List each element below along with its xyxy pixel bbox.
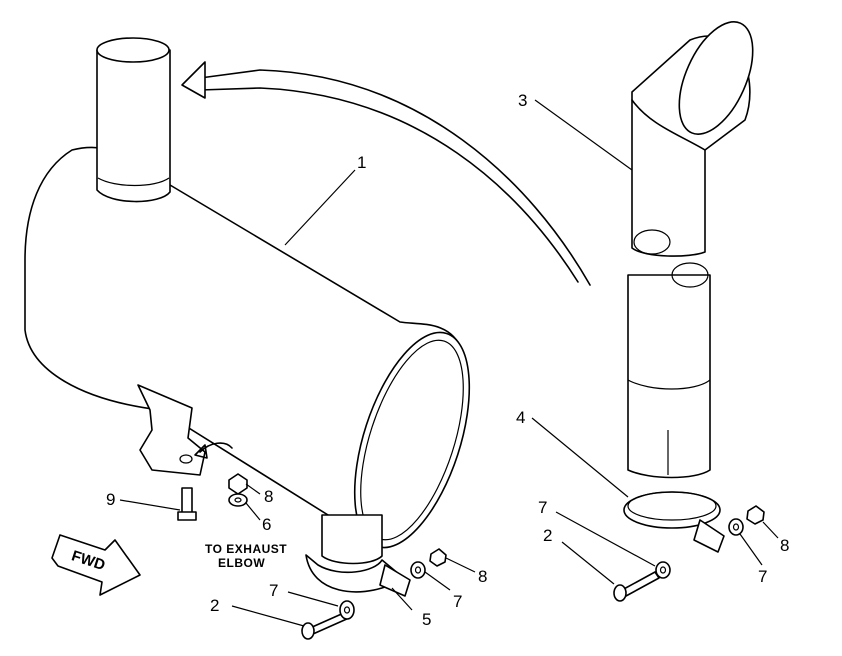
muffler-top-pipe (96, 37, 171, 203)
callout-8-bottom: 8 (478, 567, 487, 586)
clamp-right (623, 491, 725, 553)
callout-8-right: 8 (780, 536, 789, 555)
callout-7-right-a: 7 (538, 498, 547, 517)
hardware (177, 473, 765, 640)
leader-lines (119, 99, 779, 627)
callout-2-center: 2 (210, 596, 219, 615)
callout-7-bottom: 7 (453, 592, 462, 611)
muffler (24, 146, 471, 549)
callout-8-left: 8 (264, 487, 273, 506)
note-line-1: TO EXHAUST (205, 542, 287, 556)
callout-7-center: 7 (269, 581, 278, 600)
fwd-arrow: FWD (51, 534, 141, 596)
assembly-arrow (181, 61, 591, 286)
callout-9: 9 (106, 490, 115, 509)
callout-6: 6 (262, 515, 271, 534)
stack-lower-tube (627, 262, 711, 479)
callout-7-right-b: 7 (758, 567, 767, 586)
callout-4: 4 (516, 408, 525, 427)
exhaust-stack (631, 21, 754, 257)
callout-5: 5 (422, 610, 431, 629)
mounting-bracket (137, 384, 233, 476)
note-line-2: ELBOW (218, 556, 265, 570)
muffler-bottom-pipe (321, 514, 383, 565)
clamp-bottom (305, 554, 411, 597)
callout-2-right: 2 (543, 526, 552, 545)
callout-3: 3 (518, 91, 527, 110)
callout-1: 1 (357, 153, 366, 172)
